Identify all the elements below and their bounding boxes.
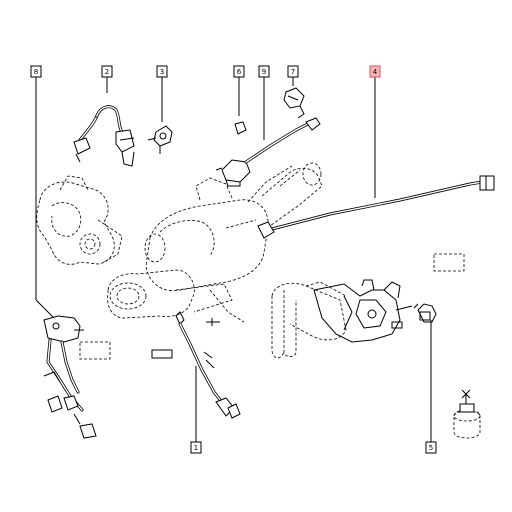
sensor-5 <box>417 303 437 323</box>
callout-9[interactable]: 9 <box>258 65 270 78</box>
placeholder-box-right <box>433 253 465 272</box>
callout-3[interactable]: 3 <box>156 65 168 78</box>
callout-6-label: 6 <box>237 68 242 76</box>
callout-7[interactable]: 7 <box>287 65 299 78</box>
connector-7 <box>283 87 305 119</box>
callout-2[interactable]: 2 <box>101 65 113 78</box>
egr-hose <box>271 282 347 341</box>
callout-2-label: 2 <box>105 68 109 76</box>
placeholder-box-left <box>79 341 111 360</box>
exhaust-outlet <box>107 269 195 319</box>
grommet <box>453 389 481 439</box>
solid-parts <box>43 87 495 439</box>
callout-5[interactable]: 5 <box>425 441 437 454</box>
dpf-body <box>145 199 269 292</box>
turbo-housing <box>36 181 115 265</box>
ghost-parts <box>36 162 347 359</box>
callouts: 8 2 3 6 9 7 4 1 <box>30 65 437 454</box>
callout-7-label: 7 <box>291 68 295 76</box>
leader-lines <box>35 77 432 442</box>
callout-1[interactable]: 1 <box>190 441 202 454</box>
callout-4-label: 4 <box>373 68 378 76</box>
sensor-8 <box>43 315 97 439</box>
sensor-1 <box>151 311 241 419</box>
egr-valve <box>313 283 401 343</box>
callout-5-label: 5 <box>429 444 433 452</box>
callout-6[interactable]: 6 <box>233 65 245 78</box>
exhaust-pipe <box>261 167 323 227</box>
callout-3-label: 3 <box>160 68 164 76</box>
callout-8-label: 8 <box>34 68 38 76</box>
callout-8[interactable]: 8 <box>30 65 42 78</box>
sensor-2 <box>73 105 135 167</box>
sensor-module-9 <box>215 117 321 187</box>
callout-4[interactable]: 4 <box>369 65 381 78</box>
callout-1-label: 1 <box>194 444 198 452</box>
callout-9-label: 9 <box>262 68 266 76</box>
sensor-4 <box>257 175 495 239</box>
sensor-3 <box>147 125 173 154</box>
